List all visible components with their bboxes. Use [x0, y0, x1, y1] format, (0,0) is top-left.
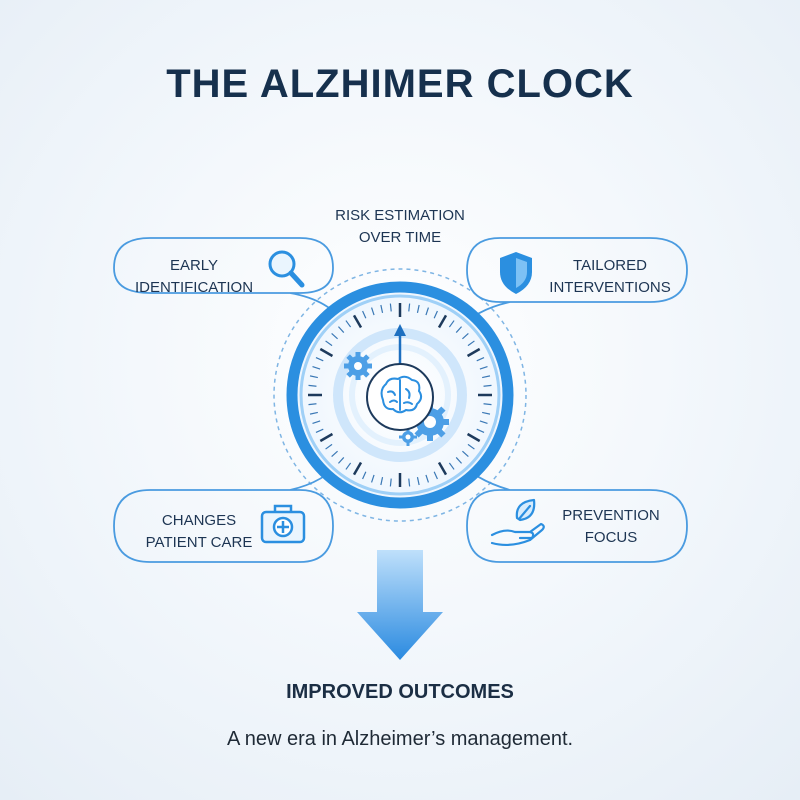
clock-tick-minor — [312, 365, 321, 370]
clock-tick-minor — [483, 384, 492, 387]
clock-tick-minor — [462, 332, 469, 340]
clock-tick-minor — [448, 462, 455, 470]
clock-tick-minor — [312, 420, 321, 425]
risk-estimation-label: RISK ESTIMATION OVER TIME — [300, 205, 500, 249]
clock-tick-minor — [425, 474, 430, 483]
clock-tick-minor — [476, 428, 485, 433]
clock-tick-major — [466, 432, 481, 443]
card-prevention-line-1: PREVENTION — [562, 507, 660, 524]
clock-tick-minor — [479, 420, 488, 425]
clock-tick-minor — [416, 477, 420, 486]
clock-tick-minor — [476, 357, 485, 362]
clock-tick-minor — [389, 478, 392, 487]
down-arrow — [357, 550, 443, 660]
card-early-outline — [113, 237, 346, 326]
clock-tick-major — [352, 314, 363, 329]
medical-kit-icon — [260, 504, 306, 544]
clock-tick-major — [319, 347, 334, 358]
clock-tick-minor — [482, 411, 491, 415]
clock-tick-minor — [448, 320, 455, 328]
gear-icon — [344, 352, 372, 380]
card-tailored-line-1: TAILORED — [573, 257, 647, 274]
clock-tick-minor — [479, 365, 488, 370]
clock-tick-minor — [408, 478, 411, 487]
clock-tick-minor — [433, 471, 438, 480]
clock-tick-minor — [416, 304, 420, 313]
clock-inner-rim — [299, 294, 501, 496]
card-changes-patient-care: CHANGES PATIENT CARE — [124, 510, 274, 554]
clock-tick-minor — [362, 310, 367, 319]
clock-tick-minor — [462, 450, 469, 458]
clock-tick-major — [466, 347, 481, 358]
card-early-line-2: IDENTIFICATION — [134, 279, 254, 296]
clock-tick-minor — [309, 375, 318, 379]
page-title: THE ALZHIMER CLOCK — [166, 62, 634, 106]
clock-tick-minor — [345, 462, 352, 470]
card-changes-line-2: PATIENT CARE — [145, 534, 253, 551]
clock-tick-minor — [331, 450, 338, 458]
clock-tick-major — [319, 432, 334, 443]
clock-tick-minor — [380, 477, 384, 486]
clock-tick-minor — [308, 403, 317, 406]
clock-tick-minor — [433, 310, 438, 319]
clock-ticks — [308, 303, 492, 487]
card-early-identification: EARLY IDENTIFICATION — [124, 255, 264, 299]
risk-estimation-line-2: OVER TIME — [358, 229, 442, 246]
clock-tick-minor — [309, 411, 318, 415]
clock-tick-minor — [370, 474, 375, 483]
clock-tick-minor — [467, 340, 475, 347]
clock-tick-minor — [482, 375, 491, 379]
bottom-title: IMPROVED OUTCOMES — [286, 681, 514, 703]
hand-leaf-icon — [490, 498, 545, 547]
clock-tick-major — [352, 461, 363, 476]
clock-tick-minor — [308, 384, 317, 387]
clock-tick-minor — [370, 307, 375, 316]
clock-tick-minor — [362, 471, 367, 480]
clock-tick-minor — [425, 307, 430, 316]
card-tailored-line-2: INTERVENTIONS — [549, 279, 671, 296]
clock-tick-major — [437, 461, 448, 476]
clock-tick-minor — [380, 304, 384, 313]
clock-tick-minor — [467, 443, 475, 450]
clock-tick-minor — [315, 357, 324, 362]
card-changes-line-1: CHANGES — [161, 512, 237, 529]
clock-tick-major — [437, 314, 448, 329]
card-tailored-interventions: TAILORED INTERVENTIONS — [540, 255, 680, 299]
clock-tick-minor — [337, 326, 345, 333]
clock-tick-minor — [408, 303, 411, 312]
clock-tick-minor — [337, 457, 345, 464]
card-prevention-line-2: FOCUS — [584, 529, 638, 546]
clock-tick-minor — [455, 457, 463, 464]
clock-tick-minor — [389, 303, 392, 312]
clock-tick-minor — [345, 320, 352, 328]
dashed-outer-ring — [273, 268, 527, 522]
clock-tick-minor — [325, 340, 333, 347]
card-prevention-focus: PREVENTION FOCUS — [546, 505, 676, 549]
shield-icon — [500, 252, 532, 294]
clock-tick-minor — [483, 403, 492, 406]
clock-tick-minor — [455, 326, 463, 333]
magnifier-icon — [268, 250, 305, 288]
risk-estimation-line-1: RISK ESTIMATION — [335, 207, 465, 224]
brain-icon — [380, 375, 423, 414]
bottom-subtitle: A new era in Alzheimer’s management. — [226, 728, 574, 750]
clock-tick-minor — [315, 428, 324, 433]
card-early-line-1: EARLY — [169, 257, 219, 274]
clock-tick-minor — [331, 332, 338, 340]
clock-tick-minor — [325, 443, 333, 450]
